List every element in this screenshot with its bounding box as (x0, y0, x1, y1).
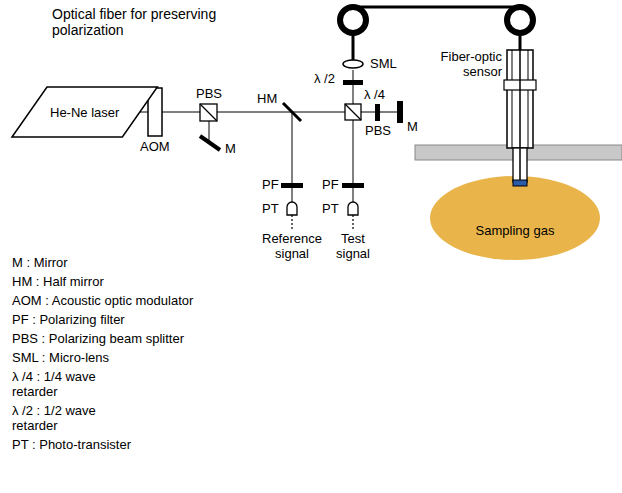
component-label: PF (262, 178, 279, 193)
legend-entry: AOM : Acoustic optic modulator (12, 294, 193, 309)
component-label: PBS (365, 124, 391, 139)
beam-splitter (345, 104, 361, 120)
fiber-loop (507, 7, 533, 33)
gas-outline (430, 176, 600, 260)
legend-entry: M : Mirror (12, 256, 68, 271)
component-label: PT (262, 202, 279, 217)
sensor-collar (504, 80, 536, 90)
legend-entry: HM : Half mirror (12, 275, 104, 290)
half-wave-plate (343, 80, 363, 85)
node-label: He-Ne laser (50, 105, 119, 120)
component-label: PBS (196, 87, 222, 102)
signal-line (352, 215, 353, 229)
beam-splitter (345, 104, 361, 120)
laser-outline (12, 87, 157, 137)
node-outline (430, 176, 600, 260)
signal-label: Reference signal (255, 232, 329, 262)
sensor-body (528, 50, 529, 148)
component-label: AOM (140, 140, 170, 155)
legend-entry: PBS : Polarizing beam splitter (12, 332, 184, 347)
half-mirror (283, 103, 301, 121)
signal-line (291, 215, 292, 229)
laser-source: He-Ne laser (12, 87, 157, 137)
photo-transistor (287, 202, 297, 215)
sensor-body (512, 50, 513, 148)
component-label: M (407, 120, 418, 135)
legend-entry: PF : Polarizing filter (12, 313, 125, 328)
optical-fiber (519, 33, 522, 50)
quarter-wave-plate (375, 104, 380, 121)
component-label: λ /4 (364, 88, 385, 103)
component-label: PT (322, 202, 339, 217)
mirror (397, 101, 403, 123)
component-label: M (225, 142, 236, 157)
signal-label: Test signal (330, 232, 376, 262)
component-label: PF (322, 178, 339, 193)
legend-entry: SML : Micro-lens (12, 351, 109, 366)
optical-fiber (519, 50, 521, 182)
component-label: SML (370, 57, 397, 72)
photo-transistor (348, 202, 358, 215)
laser-beam (292, 112, 293, 202)
polarizing-filter (342, 183, 364, 188)
component-label: λ /2 (314, 72, 335, 87)
beam-splitter (200, 104, 217, 121)
legend-entry: λ /4 : 1/4 wave retarder (12, 370, 130, 400)
legend-entry: λ /2 : 1/2 wave retarder (12, 404, 130, 434)
beam-splitter (200, 104, 217, 121)
component-label: Fiber-optic sensor (428, 50, 502, 80)
polarizing-filter (281, 183, 303, 188)
fiber-loop (340, 7, 366, 33)
mirror (200, 136, 220, 150)
gas-region: Sampling gas (430, 176, 600, 260)
node-label: Sampling gas (476, 223, 555, 238)
component-label: HM (257, 92, 277, 107)
sensor-body (507, 50, 533, 148)
optical-fiber (352, 33, 355, 60)
figure-title: Optical fiber for preserving polarizatio… (52, 6, 252, 38)
optical-fiber (353, 6, 520, 9)
wall-plate (415, 145, 622, 160)
laser-beam (353, 70, 354, 202)
micro-lens (343, 60, 363, 68)
legend-entry: PT : Photo-transister (12, 438, 131, 453)
